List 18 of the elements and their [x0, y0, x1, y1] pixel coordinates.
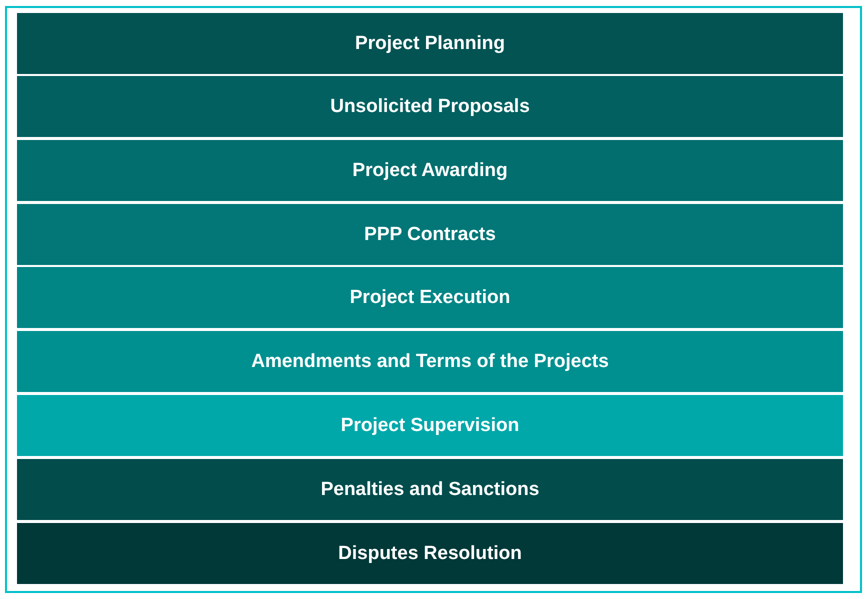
- stage-label: Disputes Resolution: [338, 542, 522, 564]
- stage-label: Project Supervision: [340, 414, 520, 436]
- stage-label: Project Awarding: [352, 160, 508, 182]
- stage-label: PPP Contracts: [364, 224, 496, 246]
- stage-band: [17, 140, 843, 201]
- stage-label: Project Planning: [355, 32, 505, 54]
- stage-label: Penalties and Sanctions: [320, 478, 540, 500]
- stage-band: [17, 331, 843, 392]
- stage-band: [17, 523, 843, 584]
- stage-band: [17, 13, 843, 74]
- stage-label: Amendments and Terms of the Projects: [251, 350, 609, 372]
- stage-label: Unsolicited Proposals: [330, 96, 530, 118]
- stage-band: [17, 395, 843, 456]
- stage-band: [17, 76, 843, 137]
- stage-band: [17, 204, 843, 265]
- stage-label: Project Execution: [350, 286, 510, 308]
- stage-band: [17, 459, 843, 520]
- stage-band: [17, 267, 843, 328]
